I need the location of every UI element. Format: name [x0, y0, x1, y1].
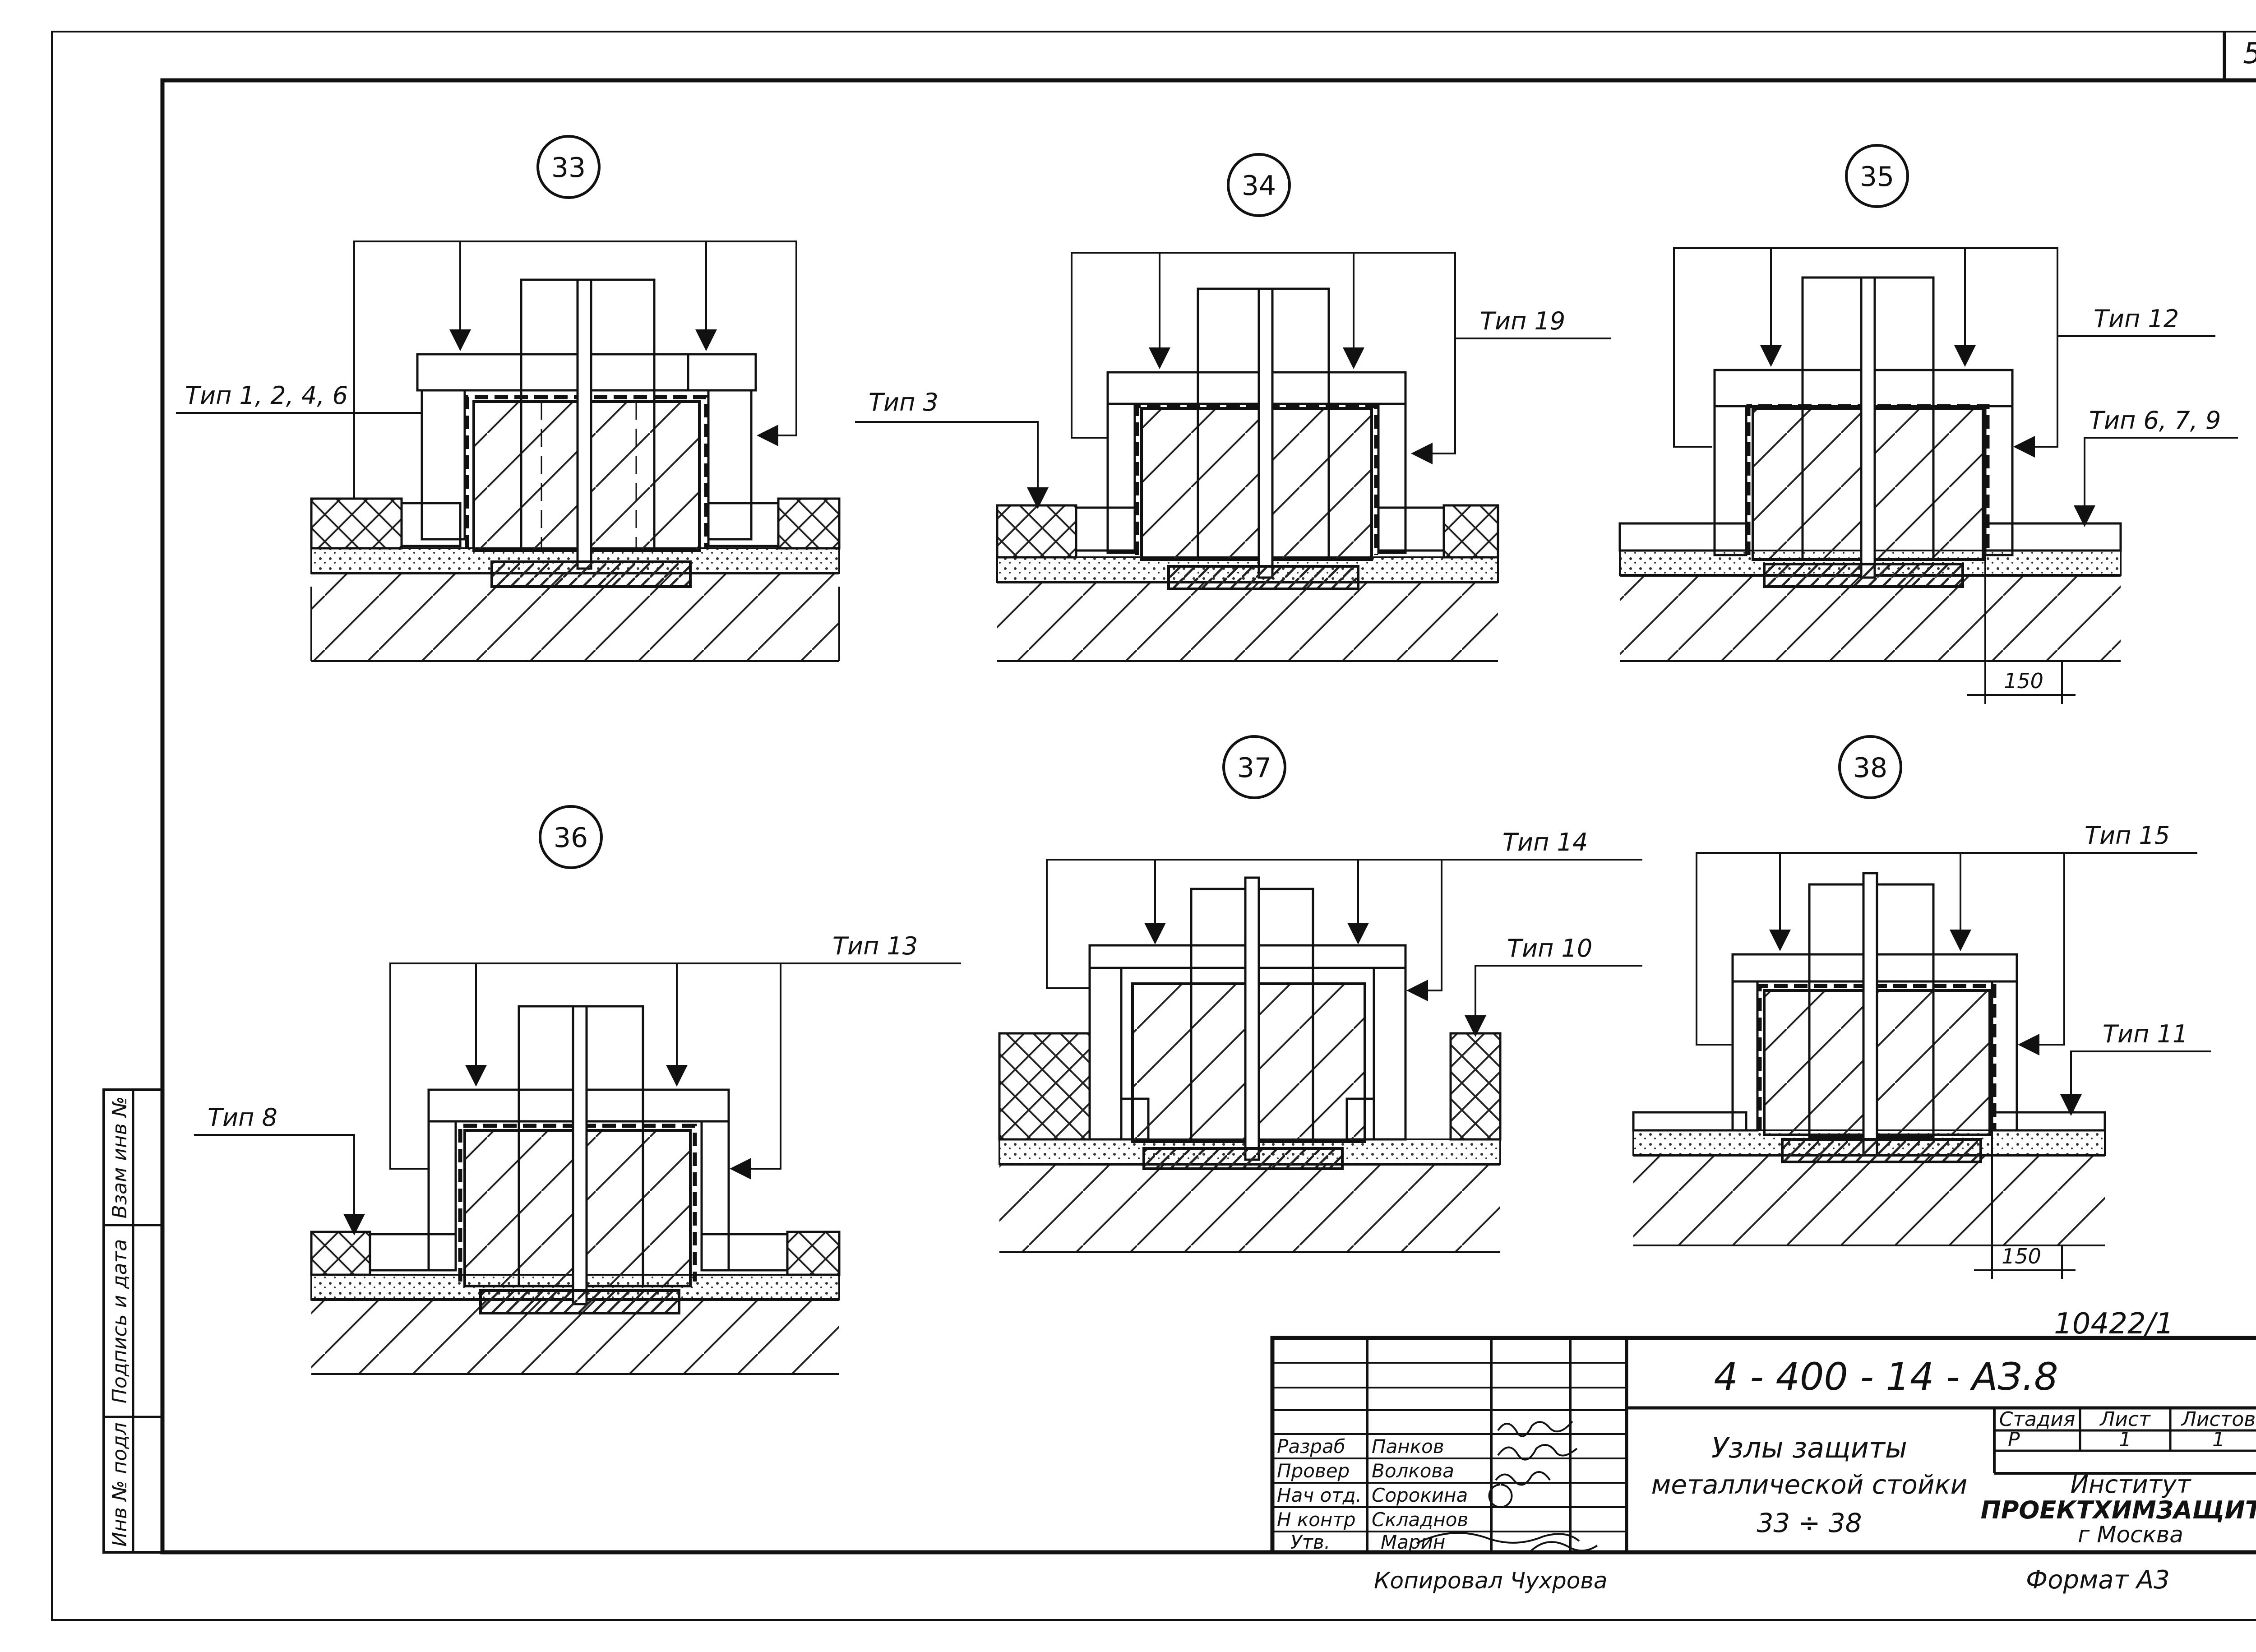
sheet-header: Лист: [2099, 1408, 2151, 1431]
sheet-number: 58: [2243, 37, 2256, 70]
node-34-label-type-19: Тип 19: [1480, 307, 1565, 335]
node-37-label-type-10: Тип 10: [1507, 934, 1592, 963]
node-36-label-type-13: Тип 13: [832, 932, 918, 960]
role-department-head: Нач отд.: [1277, 1484, 1362, 1506]
stage-table: Стадия Лист Листов Р 1 1: [1999, 1408, 2256, 1451]
title-line-1: Узлы защиты: [1711, 1431, 1907, 1464]
org-line-3: г Москва: [2078, 1522, 2183, 1548]
org-line-2: ПРОЕКТХИМЗАЩИТА: [1981, 1496, 2256, 1524]
name-department-head: Сорокина: [1372, 1484, 1468, 1506]
title-line-3: 33 ÷ 38: [1757, 1508, 1862, 1538]
role-norm-control: Н контр: [1277, 1509, 1356, 1531]
node-34: 34 Тип 19 Тип 3: [855, 153, 1611, 662]
node-36-number: 36: [554, 822, 588, 854]
node-34-label-type-3: Тип 3: [869, 388, 938, 416]
node-34-number: 34: [1242, 170, 1276, 202]
stage-header: Стадия: [1999, 1408, 2076, 1431]
node-37-number: 37: [1237, 752, 1271, 784]
node-35-label-type-12: Тип 12: [2094, 305, 2179, 333]
copied-by: Копировал Чухрова: [1374, 1568, 1607, 1594]
name-checker: Волкова: [1372, 1460, 1454, 1482]
side-stamp-inv-label: Инв № подл: [108, 1422, 131, 1547]
role-developer: Разраб: [1277, 1435, 1345, 1458]
name-approved: Марин: [1381, 1531, 1445, 1553]
node-38: 38 Тип 15 Тип 11 150: [1632, 735, 2211, 1279]
side-stamp-replace-label: Взам инв №: [108, 1097, 131, 1219]
node-35-label-type-6-7-9: Тип 6, 7, 9: [2089, 406, 2221, 435]
node-35-number: 35: [1860, 161, 1894, 193]
node-33-number: 33: [551, 152, 586, 184]
node-38-dimension: 150: [2002, 1244, 2041, 1268]
stage-value: Р: [2008, 1428, 2020, 1451]
title-block: [1270, 1336, 2256, 1555]
role-checker: Провер: [1277, 1460, 1350, 1482]
sheet-frame: [51, 31, 2256, 1621]
name-norm-control: Складнов: [1372, 1509, 1468, 1531]
copy-number: 10422/1: [2054, 1307, 2174, 1341]
role-approved: Утв.: [1290, 1531, 1330, 1553]
node-38-number: 38: [1853, 752, 1887, 784]
side-stamp: Инв № подл Подпись и дата Взам инв №: [108, 1097, 131, 1547]
sheets-header: Листов: [2181, 1408, 2256, 1431]
node-33: 33 Тип 1, 2: [176, 135, 841, 662]
title-line-2: металлической стойки: [1651, 1469, 1968, 1500]
node-37-label-type-14: Тип 14: [1502, 828, 1588, 856]
node-33-label-type: Тип 1, 2, 4, 6: [185, 381, 348, 410]
drawing-title: Узлы защиты металлической стойки 33 ÷ 38: [1651, 1431, 1968, 1538]
node-38-label-type-15: Тип 15: [2085, 821, 2170, 850]
node-36: 36 Тип 13 Тип 8: [194, 805, 961, 1375]
node-38-label-type-11: Тип 11: [2103, 1020, 2188, 1048]
node-36-label-type-8: Тип 8: [208, 1103, 277, 1132]
node-35: 35 Тип 12 Тип 6, 7, 9 150: [1618, 144, 2238, 704]
document-code: 4 - 400 - 14 - АЗ.8: [1714, 1355, 2058, 1399]
side-stamp-sign-label: Подпись и дата: [108, 1239, 131, 1403]
node-35-dimension: 150: [2004, 669, 2043, 693]
organization: Институт ПРОЕКТХИМЗАЩИТА г Москва: [1981, 1470, 2256, 1548]
org-line-1: Институт: [2071, 1470, 2191, 1499]
sheet-value: 1: [2119, 1428, 2131, 1451]
signatures: [1416, 1421, 1598, 1553]
sheets-value: 1: [2212, 1428, 2225, 1451]
name-developer: Панков: [1372, 1435, 1444, 1458]
paper-format: Формат А3: [2026, 1565, 2170, 1595]
signature-table: Разраб Панков Провер Волкова Нач отд. Со…: [1277, 1435, 1468, 1553]
node-37: 37 Тип 14 Тип 10: [998, 735, 1642, 1253]
